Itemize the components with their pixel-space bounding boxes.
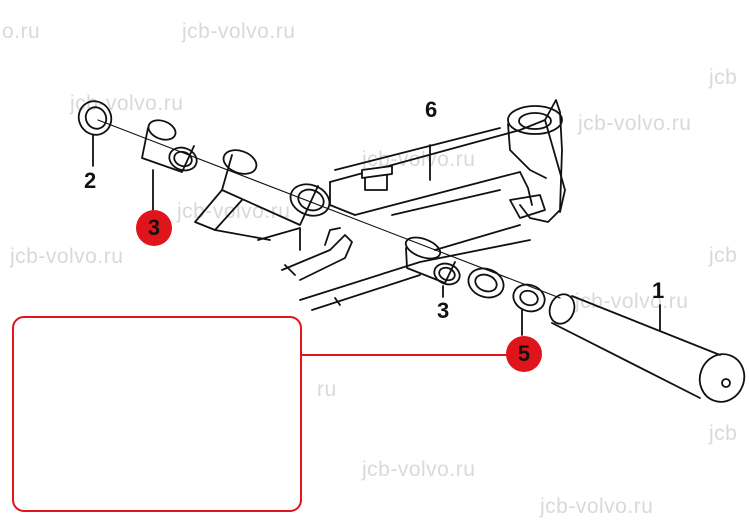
washer-zoom-frame (12, 316, 302, 512)
callout-6: 6 (425, 97, 438, 122)
bushing-upper-part (141, 119, 198, 173)
seal-lower-part (467, 267, 505, 299)
arm-part (257, 99, 566, 311)
callout-5-highlighted: 5 (506, 336, 542, 372)
assembly-axis-line (97, 119, 561, 299)
seal-part (77, 100, 113, 136)
bushing-lower-part (404, 236, 461, 286)
callout-1: 1 (652, 278, 665, 303)
boss-sleeve-part (194, 149, 331, 241)
washer-part (512, 283, 546, 313)
callout-3-lower: 3 (437, 298, 450, 323)
callout-2: 2 (84, 168, 97, 193)
callout-3-highlighted: 3 (136, 210, 172, 246)
pin-part (548, 293, 746, 403)
